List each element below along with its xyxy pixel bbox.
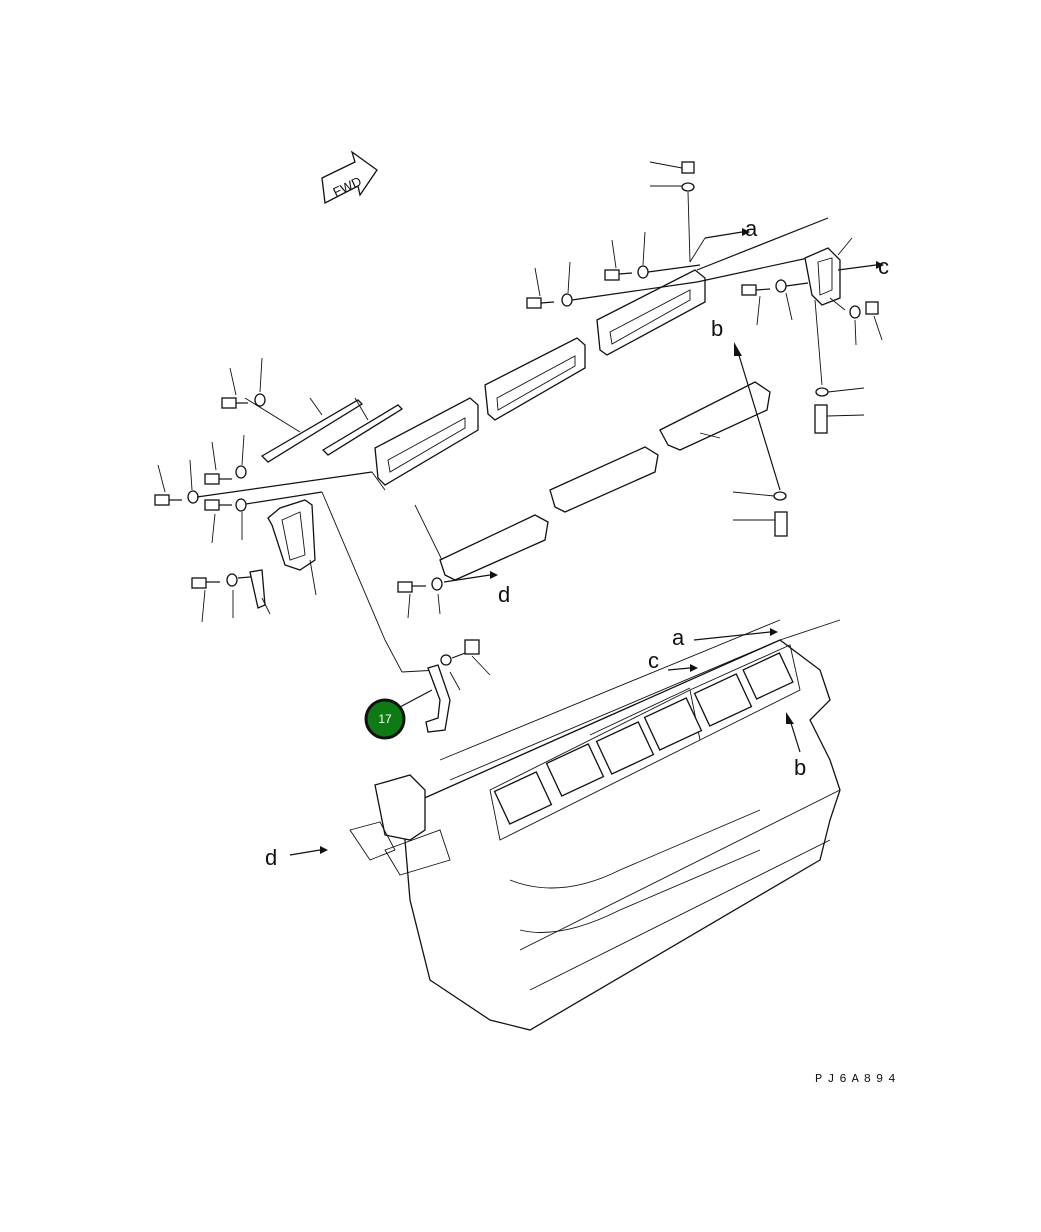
left-plates	[244, 397, 404, 463]
callout-17[interactable]: 17	[364, 698, 406, 740]
d-arrow-lower	[289, 846, 328, 856]
label-d-upper: d	[498, 582, 510, 607]
connector-lines	[321, 471, 439, 673]
right-bracket	[741, 237, 884, 434]
label-a-upper: a	[745, 216, 758, 241]
forward-arrow-icon: FWD	[321, 150, 378, 205]
a-arrow-lower	[693, 619, 841, 641]
label-b-lower: b	[794, 755, 806, 780]
exhaust-bracket	[425, 639, 491, 733]
lower-cover-row	[414, 381, 771, 581]
label-c-lower: c	[648, 648, 659, 673]
lower-left-bolt-group	[191, 569, 271, 623]
label-b-upper: b	[711, 316, 723, 341]
top-nut-washer-group	[649, 161, 695, 263]
label-a-lower: a	[672, 625, 685, 650]
drawing-code: PJ6A894	[815, 1072, 900, 1086]
upper-bolt-group	[526, 228, 750, 309]
b-arrow-fasteners	[732, 342, 788, 537]
engine-block	[349, 619, 841, 1031]
left-bolt-group	[154, 357, 373, 544]
label-c-upper: c	[878, 254, 889, 279]
c-arrow-lower	[667, 664, 698, 672]
callout-17-number: 17	[378, 712, 392, 726]
middle-bolt-group	[397, 571, 498, 619]
left-bracket	[267, 499, 317, 596]
b-arrow-lower	[786, 712, 801, 753]
upper-cover-row	[374, 217, 829, 486]
callout-leader-line	[399, 689, 433, 708]
label-d-lower: d	[265, 845, 277, 870]
